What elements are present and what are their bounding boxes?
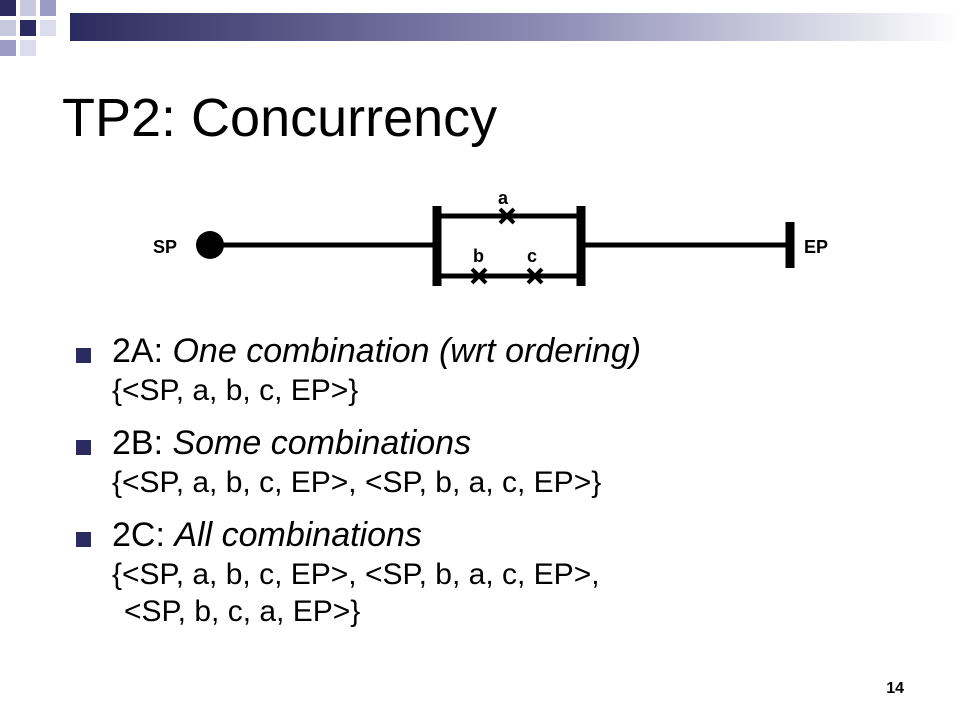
combination-set: {<SP, a, b, c, EP>, <SP, b, a, c, EP>} [112,466,602,499]
combination-set-continued: <SP, b, c, a, EP>} [124,595,361,628]
square-bullet-icon [76,440,91,455]
bullet-prefix: 2C: [112,516,175,554]
bullet-prefix: 2A: [112,332,173,370]
bullet-item-2a: 2A: One combination (wrt ordering) {<SP,… [76,330,936,409]
deco-square [0,0,16,16]
node-a-label: a [498,188,509,208]
start-label: SP [153,237,177,257]
header-decoration [0,0,960,56]
deco-square [20,40,36,56]
slide-title: TP2: Concurrency [62,88,498,148]
bullet-item-2b: 2B: Some combinations {<SP, a, b, c, EP>… [76,422,936,501]
header-gradient-bar [70,13,960,41]
combination-set: {<SP, a, b, c, EP>, <SP, b, a, c, EP>, [112,558,600,591]
deco-square [20,20,36,36]
bullet-heading: 2A: One combination (wrt ordering) [112,330,936,372]
bullet-term: All combinations [174,516,422,554]
bullet-prefix: 2B: [112,424,173,462]
bullet-term: One combination (wrt ordering) [172,332,642,370]
bullet-list: 2A: One combination (wrt ordering) {<SP,… [76,330,936,643]
node-a-cross-icon [498,207,516,225]
square-bullet-icon [76,348,91,363]
page-number: 14 [886,680,904,697]
square-bullet-icon [76,532,91,547]
bullet-heading: 2C: All combinations [112,514,936,556]
bullet-item-2c: 2C: All combinations {<SP, a, b, c, EP>,… [76,514,936,630]
end-label: EP [804,237,828,257]
node-c-cross-icon [526,267,544,285]
node-c-label: c [527,246,537,266]
node-b-cross-icon [470,267,488,285]
deco-square [40,0,56,16]
bullet-heading: 2B: Some combinations [112,422,936,464]
bullet-term: Some combinations [172,424,472,462]
combination-set: {<SP, a, b, c, EP>} [112,374,359,407]
deco-square [40,20,56,36]
node-b-label: b [473,246,484,266]
deco-square [0,40,16,56]
deco-square [0,20,16,36]
deco-square [20,0,36,16]
start-point-node [196,231,224,259]
